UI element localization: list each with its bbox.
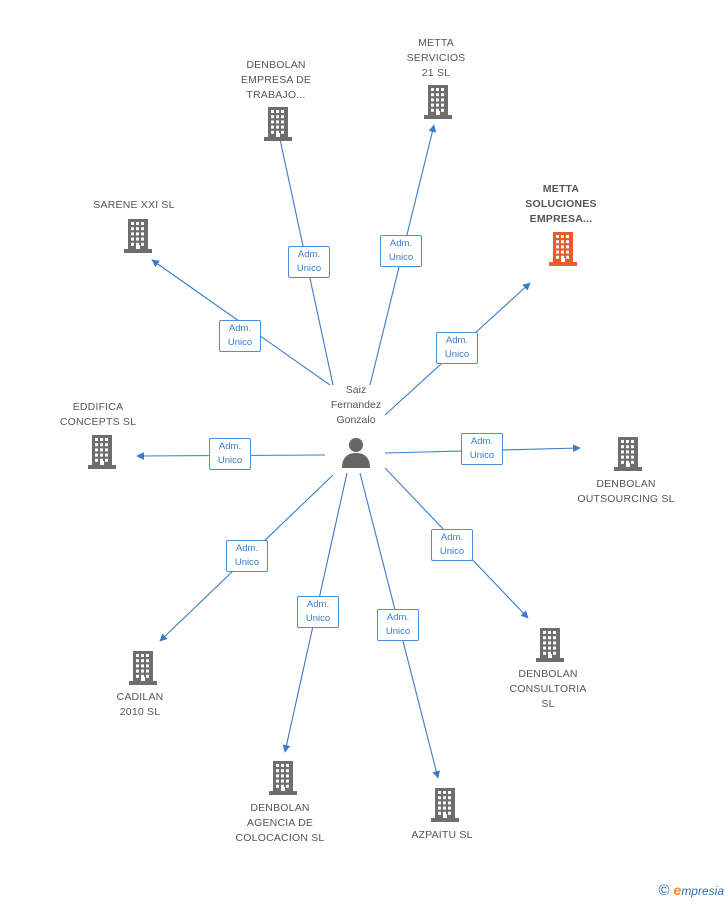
person-icon bbox=[342, 438, 370, 468]
role-badge-denbolan-trabajo[interactable]: Adm. Unico bbox=[288, 246, 330, 278]
building-icon-cadilan[interactable] bbox=[128, 651, 158, 685]
role-badge-eddifica[interactable]: Adm. Unico bbox=[209, 438, 251, 470]
company-label-metta-servicios[interactable]: METTA SERVICIOS 21 SL bbox=[406, 37, 466, 79]
role-badge-metta-servicios[interactable]: Adm. Unico bbox=[380, 235, 422, 267]
building-icon-denbolan-agencia[interactable] bbox=[268, 761, 298, 795]
building-icon-denbolan-consultoria[interactable] bbox=[535, 628, 565, 662]
copyright-symbol: © bbox=[658, 882, 670, 899]
role-badge-cadilan[interactable]: Adm. Unico bbox=[226, 540, 268, 572]
brand-name: mpresia bbox=[681, 884, 724, 898]
brand-e: e bbox=[673, 882, 682, 898]
company-label-metta-soluciones[interactable]: METTA SOLUCIONES EMPRESA... bbox=[525, 183, 597, 225]
brand-logo: ©empresia bbox=[658, 882, 724, 899]
company-label-denbolan-consultoria[interactable]: DENBOLAN CONSULTORIA SL bbox=[509, 668, 587, 710]
company-label-eddifica[interactable]: EDDIFICA CONCEPTS SL bbox=[59, 401, 137, 428]
building-icon-metta-soluciones[interactable] bbox=[548, 232, 578, 266]
role-badge-sarene[interactable]: Adm. Unico bbox=[219, 320, 261, 352]
role-badge-denbolan-agencia[interactable]: Adm. Unico bbox=[297, 596, 339, 628]
company-label-azpaitu[interactable]: AZPAITU SL bbox=[411, 829, 473, 841]
company-label-denbolan-trabajo[interactable]: DENBOLAN EMPRESA DE TRABAJO... bbox=[240, 59, 312, 101]
building-icon-eddifica[interactable] bbox=[87, 435, 117, 469]
building-icon-metta-servicios[interactable] bbox=[423, 85, 453, 119]
building-icon-sarene[interactable] bbox=[123, 219, 153, 253]
company-label-cadilan[interactable]: CADILAN 2010 SL bbox=[116, 691, 164, 718]
company-label-sarene[interactable]: SARENE XXI SL bbox=[93, 199, 175, 211]
role-badge-denbolan-outsourcing[interactable]: Adm. Unico bbox=[461, 433, 503, 465]
company-label-denbolan-agencia[interactable]: DENBOLAN AGENCIA DE COLOCACION SL bbox=[235, 802, 325, 844]
role-badge-azpaitu[interactable]: Adm. Unico bbox=[377, 609, 419, 641]
building-icon-denbolan-outsourcing[interactable] bbox=[613, 437, 643, 471]
role-badge-denbolan-consultoria[interactable]: Adm. Unico bbox=[431, 529, 473, 561]
building-icon-azpaitu[interactable] bbox=[430, 788, 460, 822]
center-person-name[interactable]: Saiz Fernandez Gonzalo bbox=[330, 384, 382, 426]
building-icon-denbolan-trabajo[interactable] bbox=[263, 107, 293, 141]
company-label-denbolan-outsourcing[interactable]: DENBOLAN OUTSOURCING SL bbox=[577, 478, 675, 505]
role-badge-metta-soluciones[interactable]: Adm. Unico bbox=[436, 332, 478, 364]
